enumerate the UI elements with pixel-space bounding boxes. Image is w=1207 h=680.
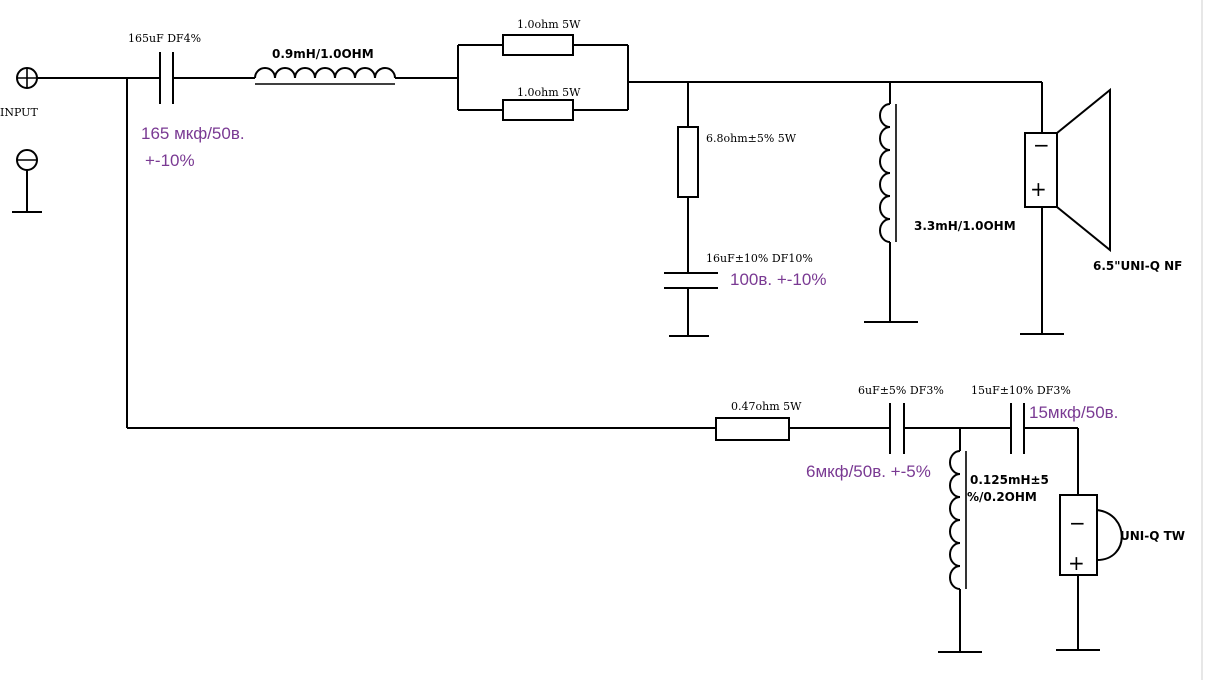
tweeter-capacitor-1-label: 6uF±5% DF3% (858, 384, 944, 397)
tweeter-series-resistor-label: 0.47ohm 5W (731, 400, 802, 413)
woofer-series-capacitor-note-1: 165 мкф/50в. (141, 124, 245, 143)
woofer-series-inductor (254, 67, 396, 85)
woofer-series-capacitor-note-2: +-10% (145, 151, 195, 170)
tweeter-inductor-label-2: %/0.2OHM (967, 490, 1037, 504)
input-label: INPUT (0, 106, 38, 119)
tweeter-speaker-label: UNI-Q TW (1120, 529, 1185, 543)
tweeter-capacitor-1 (889, 403, 905, 454)
tweeter-capacitor-2 (1010, 403, 1025, 454)
tweeter-capacitor-2-note: 15мкф/50в. (1029, 403, 1118, 422)
woofer-series-capacitor-label: 165uF DF4% (128, 32, 201, 45)
tweeter-wires (127, 427, 1079, 495)
tweeter-speaker-icon (1056, 494, 1123, 651)
parallel-resistor-network (457, 34, 629, 121)
tweeter-capacitor-1-note: 6мкф/50в. +-5% (806, 462, 931, 481)
shunt-resistor (677, 126, 699, 198)
tweeter-capacitor-2-label: 15uF±10% DF3% (971, 384, 1071, 397)
tweeter-plus-sign: + (1068, 551, 1085, 575)
woofer-minus-sign: − (1033, 133, 1050, 157)
woofer-series-capacitor (159, 52, 174, 104)
woofer-speaker-label: 6.5"UNI-Q NF (1093, 259, 1182, 273)
resistor-bottom-label: 1.0ohm 5W (517, 86, 581, 99)
shunt-capacitor-note: 100в. +-10% (730, 270, 826, 289)
woofer-shunt-inductor-label: 3.3mH/1.0OHM (914, 219, 1016, 233)
input-minus-terminal (12, 149, 42, 213)
rc-shunt-branch (664, 82, 718, 337)
woofer-speaker-icon (1020, 82, 1111, 335)
resistor-top (502, 34, 574, 56)
tweeter-inductor-label-1: 0.125mH±5 (970, 473, 1049, 487)
woofer-series-inductor-label: 0.9mH/1.0OHM (272, 47, 374, 61)
tweeter-minus-sign: − (1069, 511, 1086, 535)
input-plus-terminal (16, 67, 38, 89)
woofer-plus-sign: + (1030, 177, 1047, 201)
tweeter-shunt-inductor (938, 428, 982, 653)
woofer-shunt-inductor (864, 82, 918, 323)
shunt-capacitor-label: 16uF±10% DF10% (706, 252, 813, 265)
top-wires (37, 77, 458, 428)
shunt-resistor-label: 6.8ohm±5% 5W (706, 132, 797, 145)
tweeter-series-resistor (715, 417, 790, 441)
resistor-bottom (502, 99, 574, 121)
resistor-top-label: 1.0ohm 5W (517, 18, 581, 31)
